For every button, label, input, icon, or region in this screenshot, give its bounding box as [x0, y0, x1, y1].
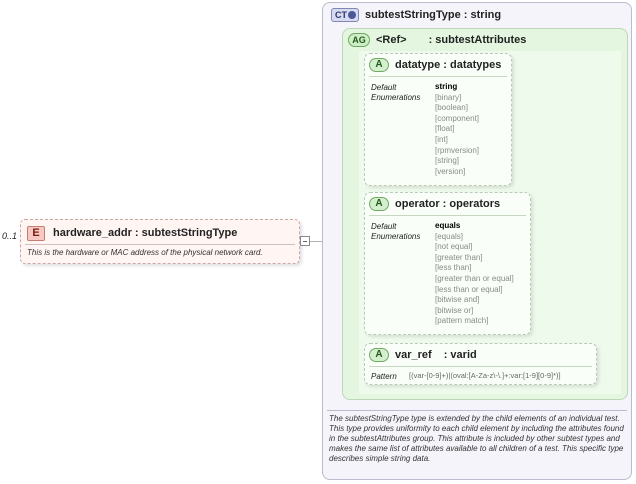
enumeration-item: [greater than or equal] — [435, 273, 514, 283]
enumeration-item: [less than] — [435, 263, 472, 273]
attribute-group-header: AG <Ref> : subtestAttributes — [348, 33, 526, 47]
attribute-header: A operator : operators — [369, 197, 500, 211]
enumeration-item: [not equal] — [435, 242, 473, 252]
enumeration-item: [int] — [435, 134, 448, 144]
element-icon: E — [27, 225, 45, 241]
enumeration-item: [equals] — [435, 231, 464, 241]
attribute-group-icon: AG — [348, 33, 370, 47]
connector-element-to-type — [310, 241, 322, 242]
attribute-icon: A — [369, 197, 389, 211]
enumeration-item: [less than or equal] — [435, 284, 503, 294]
complex-type-header: CT subtestStringType : string — [331, 8, 501, 22]
attribute-group-name: : subtestAttributes — [428, 34, 527, 46]
complex-type-divider — [327, 410, 627, 411]
enumerations-label: Enumerations — [371, 93, 421, 102]
extension-icon — [348, 11, 356, 19]
default-label: Default — [371, 83, 397, 92]
enumeration-item: [bitwise or] — [435, 305, 474, 315]
attribute-icon: A — [369, 58, 389, 72]
enumeration-item: [component] — [435, 113, 480, 123]
complex-type-title: subtestStringType : string — [365, 9, 502, 21]
enumeration-item: [greater than] — [435, 252, 483, 262]
complex-type-icon: CT — [331, 8, 359, 22]
attribute-icon: A — [369, 348, 389, 362]
enumeration-item: [pattern match] — [435, 316, 489, 326]
attribute-title: operator : operators — [395, 198, 501, 210]
complex-type-badge-text: CT — [335, 10, 347, 20]
attribute-divider — [369, 366, 592, 367]
attribute-header: A var_ref : varid — [369, 348, 477, 362]
element-documentation: This is the hardware or MAC address of t… — [27, 248, 263, 257]
element-title: hardware_addr : subtestStringType — [53, 227, 238, 239]
attribute-divider — [369, 215, 526, 216]
element-header: E hardware_addr : subtestStringType — [27, 225, 237, 241]
facet-values: equals [equals] [not equal] [greater tha… — [435, 221, 514, 327]
attribute-header: A datatype : datatypes — [369, 58, 501, 72]
attribute-group-ref: <Ref> — [376, 34, 407, 46]
attribute-title: var_ref — [395, 349, 432, 361]
enumeration-list: [binary] [boolean] [component] [float] [… — [435, 93, 479, 178]
collapse-toggle-icon[interactable] — [300, 236, 310, 246]
element-divider — [25, 244, 295, 245]
enumerations-label: Enumerations — [371, 232, 421, 241]
attribute-datatype[interactable]: A datatype : datatypes Default Enumerati… — [364, 53, 512, 186]
enumeration-list: [equals] [not equal] [greater than] [les… — [435, 232, 514, 327]
pattern-value: [(var-[0-9]+)|(oval:[A-Za-z\-\.]+:var:[1… — [409, 371, 561, 380]
attribute-type: : varid — [443, 349, 477, 361]
default-value: equals — [435, 221, 461, 230]
enumeration-item: [rpmversion] — [435, 145, 480, 155]
enumeration-item: [boolean] — [435, 103, 468, 113]
element-hardware-addr[interactable]: E hardware_addr : subtestStringType This… — [20, 219, 300, 264]
default-value: string — [435, 82, 458, 91]
attribute-operator[interactable]: A operator : operators Default Enumerati… — [364, 192, 531, 335]
default-label: Default — [371, 222, 397, 231]
attribute-divider — [369, 76, 507, 77]
enumeration-item: [bitwise and] — [435, 295, 480, 305]
attribute-title: datatype : datatypes — [395, 59, 502, 71]
occurrence-label: 0..1 — [2, 231, 18, 241]
enumeration-item: [string] — [435, 156, 460, 166]
complex-type-documentation: The subtestStringType type is extended b… — [329, 414, 624, 463]
pattern-label: Pattern — [371, 372, 397, 381]
attribute-var-ref[interactable]: A var_ref : varid Pattern [(var-[0-9]+)|… — [364, 343, 597, 385]
facet-values: string [binary] [boolean] [component] [f… — [435, 82, 479, 177]
enumeration-item: [float] — [435, 124, 455, 134]
enumeration-item: [binary] — [435, 92, 462, 102]
enumeration-item: [version] — [435, 166, 466, 176]
